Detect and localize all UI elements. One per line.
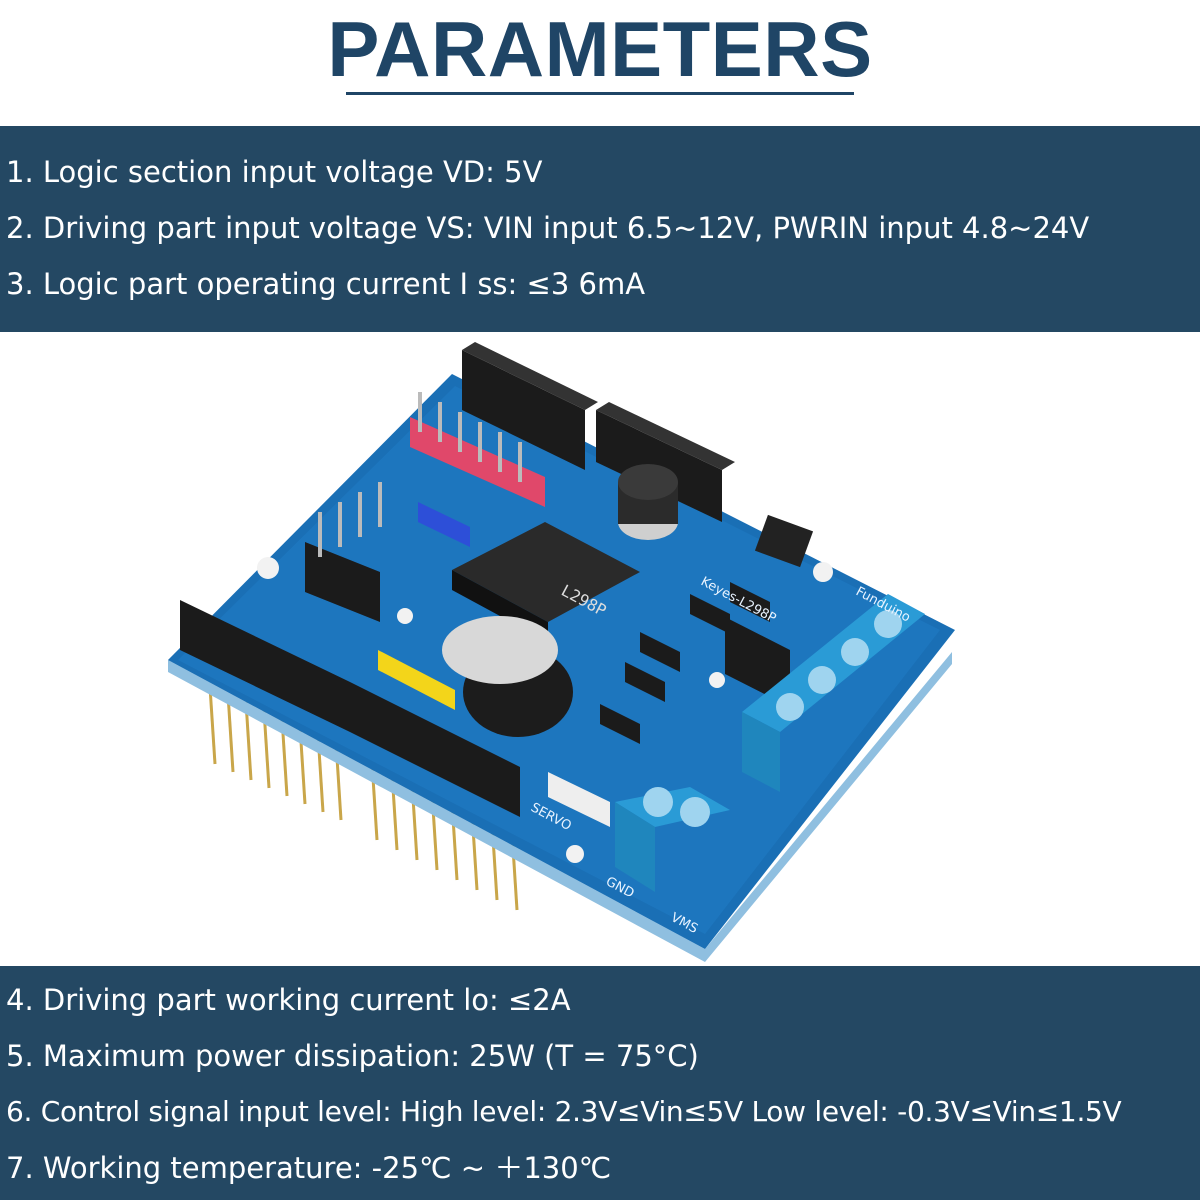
motor-shield-illustration: L298P: [168, 342, 955, 962]
parameters-band-bottom: 4. Driving part working current lo: ≤2A …: [0, 966, 1200, 1200]
parameter-3: 3. Logic part operating current I ss: ≤3…: [6, 267, 646, 301]
parameter-5: 5. Maximum power dissipation: 25W (T = 7…: [6, 1039, 699, 1073]
header: PARAMETERS: [0, 0, 1200, 126]
parameter-7: 7. Working temperature: -25℃ ~ ＋130℃: [6, 1151, 612, 1185]
l298p-chip: [452, 522, 640, 622]
page-title: PARAMETERS: [327, 5, 873, 93]
title-underline: [346, 92, 854, 95]
parameters-band-top: 1. Logic section input voltage VD: 5V 2.…: [0, 126, 1200, 332]
product-photo: L298P: [0, 332, 1200, 966]
terminal-block-small: [615, 787, 730, 827]
parameter-2: 2. Driving part input voltage VS: VIN in…: [6, 211, 1090, 245]
parameter-4: 4. Driving part working current lo: ≤2A: [6, 983, 571, 1017]
parameter-1: 1. Logic section input voltage VD: 5V: [6, 155, 543, 189]
parameter-6: 6. Control signal input level: High leve…: [6, 1095, 1122, 1128]
